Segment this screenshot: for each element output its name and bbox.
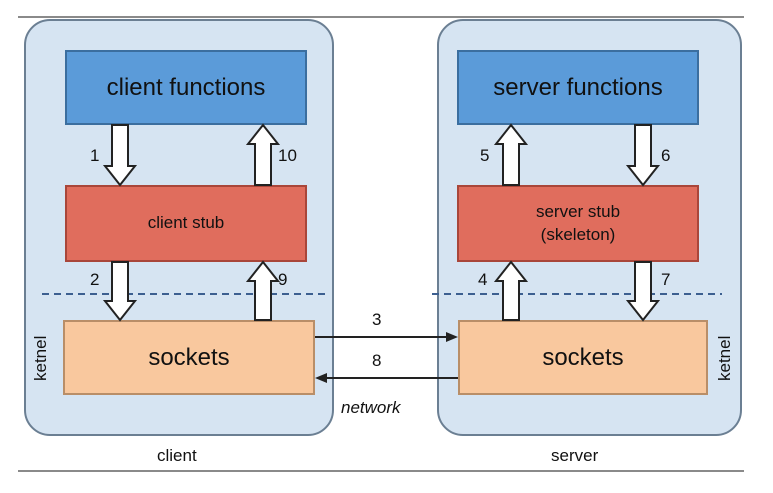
step-6-label: 6 — [661, 146, 671, 165]
client-sockets-box: sockets — [63, 320, 315, 395]
top-rule — [18, 16, 744, 18]
client-sockets-label: sockets — [148, 343, 230, 371]
step-1-label: 1 — [90, 146, 100, 165]
arrow-4-up — [493, 260, 529, 321]
server-stub-label-line1: server stub — [535, 201, 621, 221]
step-4-label: 4 — [478, 270, 488, 289]
server-functions-box: server functions — [457, 50, 699, 125]
step-10-label: 10 — [278, 146, 297, 165]
client-stub-label: client stub — [147, 213, 225, 233]
client-kernel-label: ketnel — [31, 335, 50, 381]
step-5-label: 5 — [480, 146, 490, 165]
arrow-6-down — [625, 124, 661, 187]
step-3-label: 3 — [372, 310, 382, 329]
step-9-label: 9 — [278, 270, 288, 289]
arrow-7-down — [625, 261, 661, 322]
client-functions-box: client functions — [65, 50, 307, 125]
arrow-3-head — [446, 332, 458, 342]
server-stub-label-line2: (skeleton) — [540, 224, 616, 244]
step-7-label: 7 — [661, 270, 671, 289]
client-caption: client — [157, 446, 197, 465]
bottom-rule — [18, 470, 744, 472]
arrow-5-up — [493, 123, 529, 186]
arrow-8-head — [315, 373, 327, 383]
client-stub-box: client stub — [65, 185, 307, 262]
client-functions-label: client functions — [106, 73, 266, 101]
arrow-2-down — [102, 261, 138, 322]
step-8-label: 8 — [372, 351, 382, 370]
server-stub-box: server stub (skeleton) — [457, 185, 699, 262]
server-caption: server — [551, 446, 599, 465]
server-sockets-box: sockets — [458, 320, 708, 395]
arrow-9-up — [245, 260, 281, 321]
arrow-1-down — [102, 124, 138, 187]
server-functions-label: server functions — [493, 73, 663, 101]
step-2-label: 2 — [90, 270, 100, 289]
network-label: network — [341, 398, 401, 417]
arrow-10-up — [245, 123, 281, 186]
server-sockets-label: sockets — [542, 343, 624, 371]
server-kernel-label: ketnel — [715, 335, 734, 381]
